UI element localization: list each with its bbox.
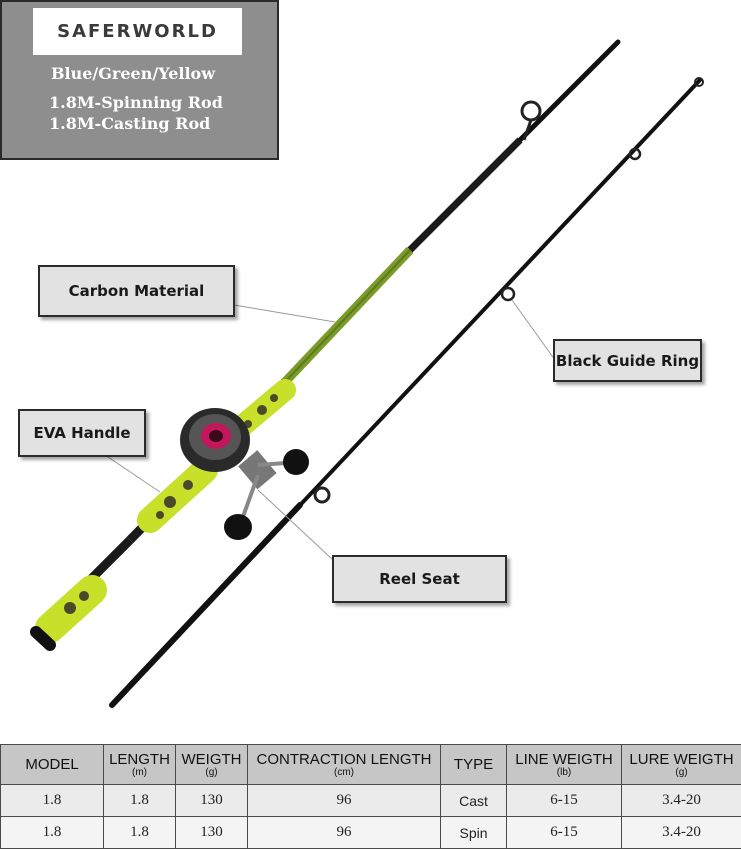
cell-type: Cast: [441, 785, 507, 817]
col-header-weight: WEIGTH(g): [176, 745, 248, 785]
table-header-row: MODEL LENGTH(m) WEIGTH(g) CONTRACTION LE…: [1, 745, 741, 785]
spec-line-casting: 1.8M-Casting Rod: [49, 114, 210, 133]
cell-lure-weight: 3.4-20: [622, 785, 741, 817]
cell-line-weight: 6-15: [507, 785, 622, 817]
col-header-contraction-length: CONTRACTION LENGTH(cm): [248, 745, 441, 785]
guide-ring-icon: [502, 288, 514, 300]
cell-model: 1.8: [1, 785, 104, 817]
cell-length: 1.8: [104, 817, 176, 849]
col-header-model: MODEL: [1, 745, 104, 785]
cell-length: 1.8: [104, 785, 176, 817]
col-header-line-weight: LINE WEIGTH(lb): [507, 745, 622, 785]
spec-line-spinning: 1.8M-Spinning Rod: [49, 93, 223, 112]
table-row: 1.8 1.8 130 96 Spin 6-15 3.4-20: [1, 817, 741, 849]
col-header-type: TYPE: [441, 745, 507, 785]
cell-weight: 130: [176, 785, 248, 817]
table-row: 1.8 1.8 130 96 Cast 6-15 3.4-20: [1, 785, 741, 817]
col-header-length: LENGTH(m): [104, 745, 176, 785]
spinning-rod: [112, 78, 703, 705]
callout-reel-seat: Reel Seat: [332, 555, 507, 603]
callout-black-guide-ring: Black Guide Ring: [553, 339, 702, 382]
cell-line-weight: 6-15: [507, 817, 622, 849]
cell-type: Spin: [441, 817, 507, 849]
guide-ring-icon: [315, 488, 329, 502]
header-panel: SAFERWORLD Blue/Green/Yellow 1.8M-Spinni…: [0, 0, 279, 160]
spec-table: MODEL LENGTH(m) WEIGTH(g) CONTRACTION LE…: [0, 744, 741, 849]
cell-model: 1.8: [1, 817, 104, 849]
col-header-lure-weight: LURE WEIGTH(g): [622, 745, 741, 785]
callout-carbon-material: Carbon Material: [38, 265, 235, 317]
color-options: Blue/Green/Yellow: [51, 64, 215, 83]
cell-contraction-length: 96: [248, 817, 441, 849]
cell-contraction-length: 96: [248, 785, 441, 817]
guide-ring-icon: [522, 102, 540, 120]
brand-logo: SAFERWORLD: [33, 8, 242, 55]
callout-eva-handle: EVA Handle: [18, 409, 146, 457]
cell-weight: 130: [176, 817, 248, 849]
cell-lure-weight: 3.4-20: [622, 817, 741, 849]
